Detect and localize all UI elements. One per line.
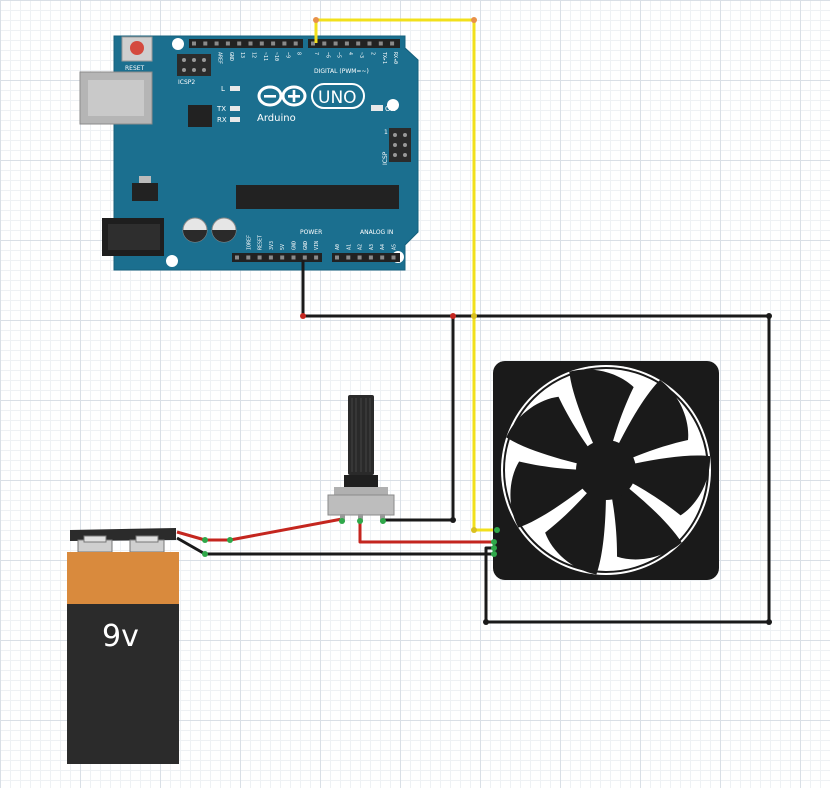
power-pin-label: 3V3 xyxy=(269,241,275,250)
digital-pin-label: 2 xyxy=(370,52,376,55)
battery-top-band xyxy=(67,552,179,604)
dc-fan[interactable] xyxy=(491,350,728,587)
fan-blade xyxy=(569,369,634,470)
fan-blade xyxy=(606,380,689,470)
digital-pin-label: 13 xyxy=(239,52,245,58)
digital-pin-label: ~9 xyxy=(284,52,290,58)
led-rx-label: RX xyxy=(217,116,227,124)
voltage-regulator xyxy=(132,183,158,201)
power-pin-label: RESET xyxy=(258,235,264,250)
digital-label: DIGITAL (PWM=~) xyxy=(314,68,369,75)
power-pin-label: VIN xyxy=(314,241,320,250)
wire-red-battery-pot[interactable] xyxy=(176,517,343,542)
uno-label: UNO xyxy=(318,88,357,108)
fan-connector xyxy=(491,527,500,557)
9v-battery[interactable]: 9v xyxy=(67,528,179,764)
arduino-logo-icon xyxy=(257,85,307,107)
led-tx-label: TX xyxy=(216,105,226,113)
atmega-chip xyxy=(236,185,399,209)
digital-pin-labels: AREF GND 13 12 ~11 ~10 ~9 8 7 ~6 ~5 4 ~3 2 TX▸1 RX◂0 xyxy=(217,52,399,64)
analog-label: ANALOG IN xyxy=(360,229,393,236)
icsp-pin-1-label: 1 xyxy=(384,129,388,136)
led-on xyxy=(371,105,383,111)
uno-badge xyxy=(311,83,365,109)
digital-pin-label: 7 xyxy=(313,52,319,55)
battery-terminals xyxy=(77,535,165,553)
digital-pin-label: ~3 xyxy=(358,52,364,58)
digital-pin-label: RX◂0 xyxy=(392,52,398,64)
fan-hub xyxy=(576,440,636,500)
icsp-label: ICSP xyxy=(382,151,389,165)
power-pin-label: IOREF xyxy=(246,235,252,250)
digital-pin-label: 12 xyxy=(251,52,257,58)
power-label: POWER xyxy=(300,229,322,236)
led-tx xyxy=(230,106,240,111)
potentiometer[interactable] xyxy=(327,395,395,524)
battery-label: 9v xyxy=(102,619,139,654)
led-rx xyxy=(230,117,240,122)
power-pin-label: 5V xyxy=(280,244,286,250)
led-on-label: ON xyxy=(385,105,396,113)
power-header[interactable] xyxy=(232,253,400,262)
analog-pin-label: A1 xyxy=(346,244,352,250)
analog-pin-labels: A0 A1 A2 A3 A4 A5 xyxy=(335,244,398,250)
power-pin-labels: IOREF RESET 3V3 5V GND GND VIN xyxy=(246,235,320,250)
power-pin-label: GND xyxy=(303,241,309,250)
led-l-label: L xyxy=(221,85,225,93)
icsp-header xyxy=(389,128,411,162)
fan-blade xyxy=(545,470,607,575)
analog-pin-label: A0 xyxy=(335,244,341,250)
usb-chip xyxy=(188,105,212,127)
analog-pin-label: A5 xyxy=(392,244,398,250)
analog-pin-label: A4 xyxy=(380,244,386,250)
digital-header[interactable] xyxy=(189,39,400,48)
led-l xyxy=(230,86,240,91)
wire-joints xyxy=(202,17,772,625)
digital-pin-label: ~10 xyxy=(273,52,279,61)
reset-label: RESET xyxy=(125,65,145,72)
battery-body xyxy=(67,604,179,764)
digital-pin-label: AREF xyxy=(217,52,223,64)
wire-black-pot-gnd[interactable] xyxy=(384,316,455,522)
digital-pin-label: TX▸1 xyxy=(381,52,387,64)
icsp2-header xyxy=(177,54,211,76)
digital-pin-label: 8 xyxy=(296,52,302,55)
digital-pin-label: 4 xyxy=(347,52,353,55)
digital-pin-label: ~6 xyxy=(324,52,330,58)
wire-red-pot-fan[interactable] xyxy=(358,522,497,544)
power-pin-label: GND xyxy=(292,241,298,250)
arduino-uno-board[interactable]: RESET ICSP2 L TX RX ON UNO Arduino xyxy=(79,35,419,271)
icsp2-label: ICSP2 xyxy=(178,79,195,86)
digital-pin-label: GND xyxy=(228,52,234,61)
analog-pin-label: A2 xyxy=(358,244,364,250)
fan-blade xyxy=(506,396,606,471)
brand-label: Arduino xyxy=(257,113,296,124)
digital-pin-label: ~11 xyxy=(262,52,268,61)
analog-pin-label: A3 xyxy=(369,244,375,250)
digital-pin-label: ~5 xyxy=(336,52,342,58)
